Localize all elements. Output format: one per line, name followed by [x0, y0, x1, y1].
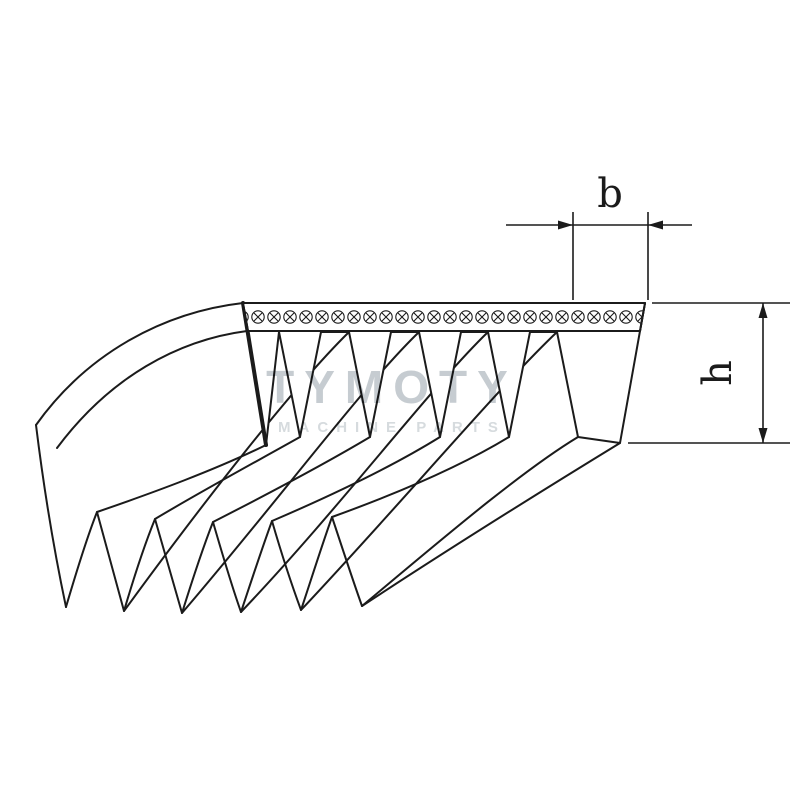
dimension-h-arrow-top	[758, 303, 768, 318]
rib-groove-curve	[181, 331, 420, 614]
belt-inner-top-edge	[56, 330, 248, 449]
belt-rib-tips-outline	[65, 511, 363, 614]
belt-bottom-right-edge	[361, 442, 621, 607]
belt-cord-band-hatch	[242, 302, 646, 332]
rib-curve	[271, 436, 441, 522]
dimension-h: h	[628, 302, 790, 444]
dimension-h-arrow-bottom	[758, 428, 768, 443]
rib-curve	[96, 444, 267, 513]
rib-curve	[331, 436, 510, 518]
dimension-b-arrow-right	[648, 220, 663, 230]
dimension-b-arrow-left	[558, 220, 573, 230]
watermark-title: TYMOTY	[266, 361, 518, 413]
dimension-h-label: h	[695, 360, 741, 386]
rib-curve	[154, 436, 301, 520]
belt-drawing	[35, 301, 646, 614]
watermark-subtitle: MACHINE PARTS	[278, 419, 506, 436]
belt-top-surface	[35, 302, 248, 608]
rib-groove-curve	[300, 331, 558, 611]
belt-front-face	[242, 302, 646, 446]
belt-outer-top-edge	[35, 302, 244, 426]
dimension-b: b	[506, 171, 692, 300]
belt-rib-curves	[96, 331, 579, 614]
belt-left-edge	[35, 424, 67, 608]
rib-groove-curve	[123, 331, 350, 612]
dimension-b-label: b	[597, 171, 623, 217]
rib-groove-curve	[240, 331, 489, 613]
watermark: TYMOTY MACHINE PARTS	[266, 361, 518, 436]
rib-curve	[361, 436, 579, 607]
